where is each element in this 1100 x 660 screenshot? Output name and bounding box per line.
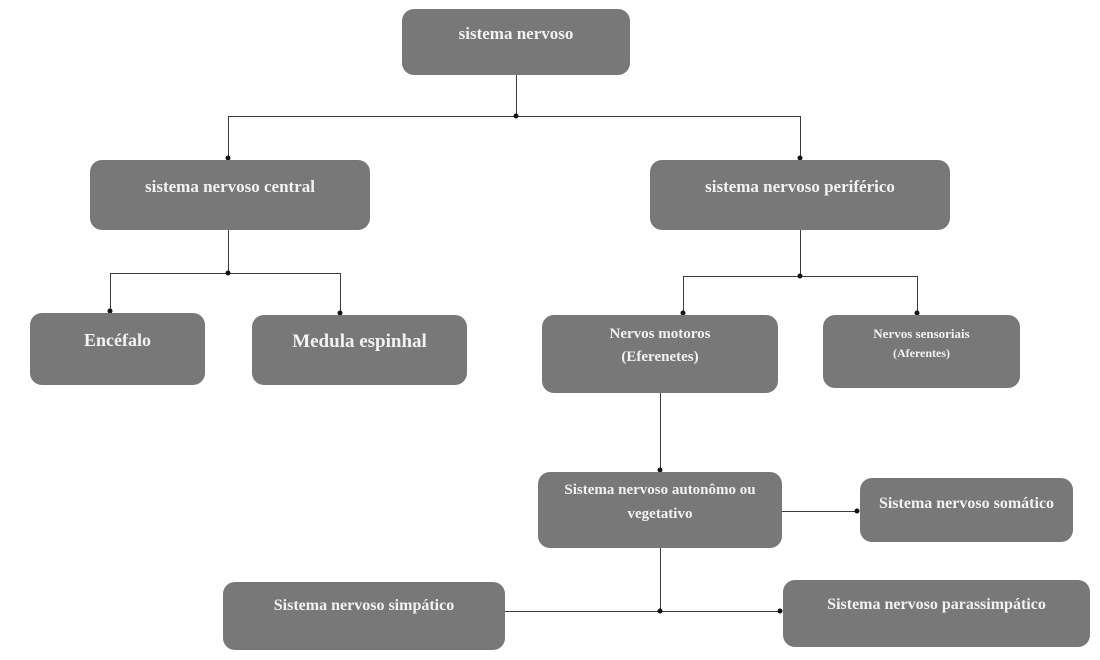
connector-line	[800, 116, 801, 160]
junction-dot	[225, 270, 231, 276]
node-label: Sistema nervoso parassimpático	[827, 596, 1046, 614]
node-sistema-nervoso-simpatico: Sistema nervoso simpático	[223, 582, 505, 650]
node-label: Nervos sensoriais	[873, 326, 970, 342]
node-encefalo: Encéfalo	[30, 313, 205, 385]
connector-line	[228, 116, 229, 160]
node-medula-espinhal: Medula espinhal	[252, 315, 467, 385]
junction-dot	[657, 608, 663, 614]
connector-line	[660, 393, 661, 471]
connector-line	[110, 273, 340, 274]
connector-line	[917, 276, 918, 315]
node-sistema-nervoso: sistema nervoso	[402, 9, 630, 75]
node-label: sistema nervoso periférico	[705, 176, 895, 196]
node-sistema-nervoso-somatico: Sistema nervoso somático	[860, 478, 1073, 542]
arrowhead-dot	[107, 308, 113, 314]
node-sublabel: (Aferentes)	[892, 346, 951, 361]
connector-line	[516, 75, 517, 116]
connector-line	[800, 230, 801, 276]
arrowhead-dot	[657, 467, 663, 473]
node-sistema-nervoso-central: sistema nervoso central	[90, 160, 370, 230]
node-nervos-sensoriais: Nervos sensoriais (Aferentes)	[823, 315, 1020, 388]
connector-line	[505, 611, 781, 612]
node-label: sistema nervoso	[458, 23, 574, 43]
junction-dot	[797, 273, 803, 279]
node-label: Sistema nervoso simpático	[273, 596, 455, 614]
node-sublabel: (Eferenetes)	[621, 349, 699, 365]
connector-line	[660, 548, 661, 611]
connector-line	[340, 273, 341, 315]
junction-dot	[513, 113, 519, 119]
node-nervos-motores: Nervos motoros (Eferenetes)	[542, 315, 778, 393]
node-label: Sistema nervoso somático	[878, 494, 1055, 512]
arrowhead-dot	[777, 608, 783, 614]
arrowhead-dot	[337, 310, 343, 316]
connector-line	[782, 511, 858, 512]
arrowhead-dot	[854, 508, 860, 514]
arrowhead-dot	[225, 155, 231, 161]
arrowhead-dot	[797, 155, 803, 161]
node-sistema-nervoso-periferico: sistema nervoso periférico	[650, 160, 950, 230]
connector-line	[228, 230, 229, 273]
node-label: sistema nervoso central	[145, 176, 315, 196]
arrowhead-dot	[914, 310, 920, 316]
node-label: Sistema nervoso autonômo ou vegetativo	[564, 482, 756, 522]
node-label: Nervos motoros	[609, 325, 711, 342]
node-sistema-nervoso-parassimpatico: Sistema nervoso parassimpático	[783, 580, 1090, 647]
node-label: Encéfalo	[84, 330, 151, 351]
arrowhead-dot	[680, 310, 686, 316]
node-sistema-nervoso-autonomo: Sistema nervoso autonômo ou vegetativo	[538, 472, 782, 548]
connector-line	[110, 273, 111, 313]
node-label: Medula espinhal	[292, 331, 427, 353]
connector-line	[683, 276, 684, 315]
